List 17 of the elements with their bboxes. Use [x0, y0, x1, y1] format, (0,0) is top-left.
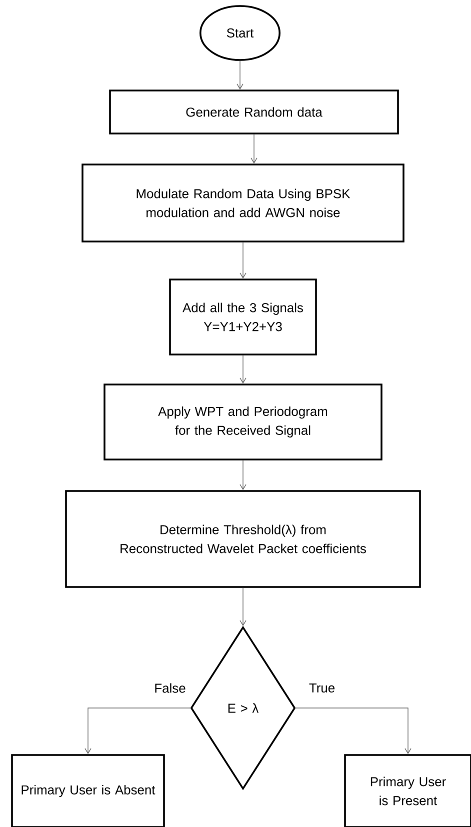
arrow	[250, 134, 258, 164]
process-box: Modulate Random Data Using BPSK modulation and add AWGN noise	[82, 164, 404, 242]
arrow	[240, 460, 246, 490]
process-box: Add all the 3 Signals Y=Y1+Y2+Y3	[169, 278, 317, 356]
process-box: Primary User is Absent	[11, 754, 165, 827]
edge-label: False	[153, 682, 187, 694]
arrow	[296, 708, 412, 754]
process-box: Generate Random data	[109, 90, 399, 134]
arrow	[240, 355, 246, 384]
arrow	[236, 60, 244, 90]
arrow	[240, 588, 246, 626]
process-box: Primary User is Present	[344, 754, 471, 827]
arrow	[84, 708, 190, 754]
edge-label: True	[308, 682, 336, 694]
arrow	[240, 242, 246, 279]
process-box: Apply WPT and Periodogram for the Received Signal	[104, 384, 382, 460]
process-box: Determine Threshold(λ) from Reconstructed Wavelet Packet coefficients	[65, 490, 421, 588]
